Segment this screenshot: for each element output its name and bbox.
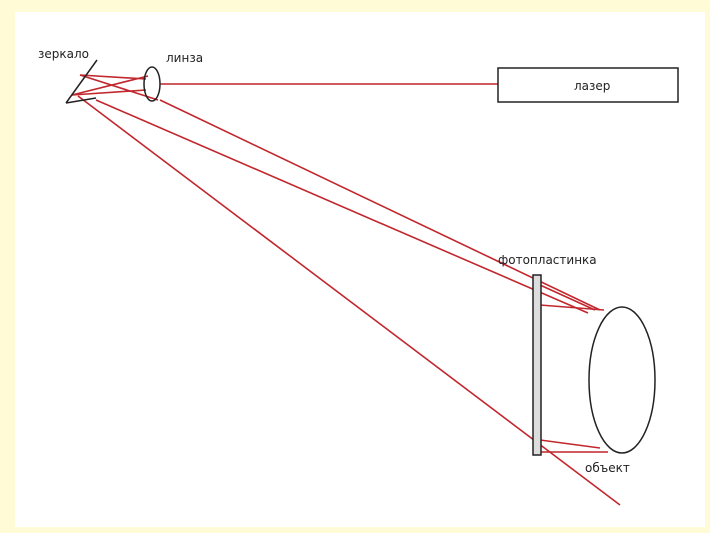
label-photo-plate: фотопластинка [498, 253, 597, 267]
beam-lens-to-mirror-bottom [71, 89, 147, 96]
object-ellipse [588, 306, 656, 454]
beam-mirror-to-lens-cross-2 [71, 75, 149, 96]
beam-lens-to-mirror-top [79, 74, 147, 80]
lens [143, 66, 161, 102]
label-laser: лазер [574, 79, 610, 93]
mirror-surface [65, 59, 98, 104]
beam-object-to-plate-bottom [539, 439, 601, 449]
beam-mirror-fan-upper [95, 99, 589, 314]
mirror-base [65, 97, 97, 104]
beam-lens-fan-object [159, 99, 601, 311]
label-object: объект [585, 461, 630, 475]
laser-box [497, 67, 679, 103]
photo-plate [532, 274, 542, 456]
beam-mirror-to-lens-cross [79, 74, 159, 101]
beam-object-to-plate-top-2 [539, 284, 596, 311]
laser-beams [71, 74, 621, 506]
label-lens: линза [166, 51, 203, 65]
beam-mirror-to-plate-bottom [77, 95, 621, 506]
mirror [65, 59, 98, 104]
label-mirror: зеркало [38, 47, 89, 61]
diagram-panel [15, 12, 705, 527]
